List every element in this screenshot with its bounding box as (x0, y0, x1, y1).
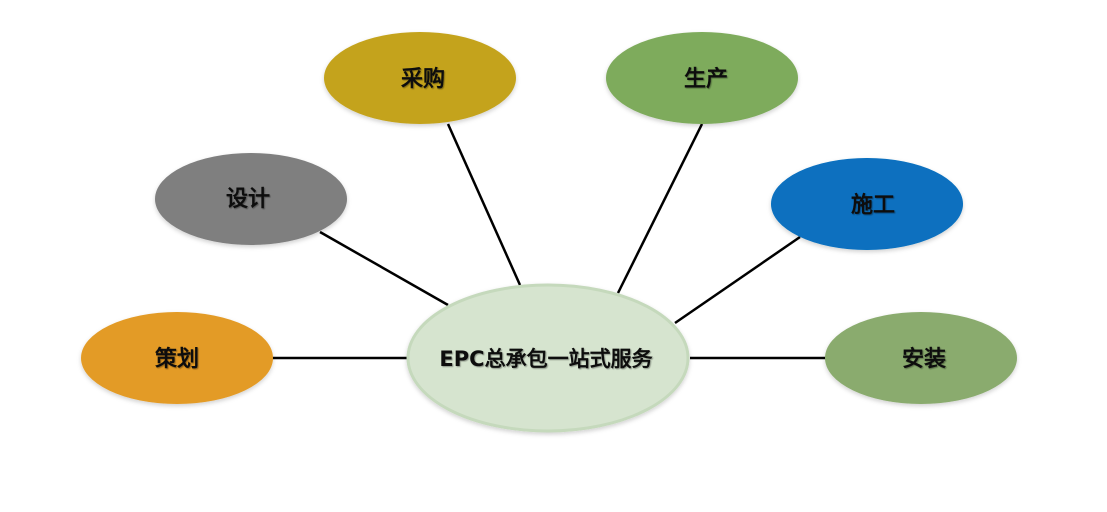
connector-lines (272, 123, 826, 360)
node-cehua-ellipse (81, 312, 273, 404)
node-sheji-ellipse (155, 153, 347, 245)
node-anzhuang: 安装 (825, 312, 1017, 404)
node-shengchan: 生产 (606, 32, 798, 124)
center-hub-ellipse (406, 283, 690, 433)
node-sheji: 设计 (155, 153, 347, 245)
node-shengchan-label: 生产 (684, 67, 728, 92)
connector-shengchan (616, 123, 704, 294)
node-caigou-label: 采购 (401, 66, 445, 92)
node-cehua: 策划 (81, 312, 273, 404)
node-anzhuang-ellipse (825, 312, 1017, 404)
connector-caigou (446, 123, 522, 286)
center-hub-label: EPC总承包一站式服务 (439, 347, 653, 371)
node-caigou: 采购 (324, 32, 516, 124)
connector-sheji (319, 230, 449, 307)
node-shigong: 施工 (771, 158, 963, 250)
node-sheji-label: 设计 (226, 187, 270, 212)
node-shigong-ellipse (771, 158, 963, 250)
node-shigong-label: 施工 (851, 192, 895, 218)
node-anzhuang-label: 安装 (902, 346, 946, 372)
connector-shigong (674, 235, 801, 325)
node-shengchan-ellipse (606, 32, 798, 124)
node-cehua-label: 策划 (155, 346, 199, 372)
node-caigou-ellipse (324, 32, 516, 124)
center-hub-node: EPC总承包一站式服务 (406, 283, 690, 433)
